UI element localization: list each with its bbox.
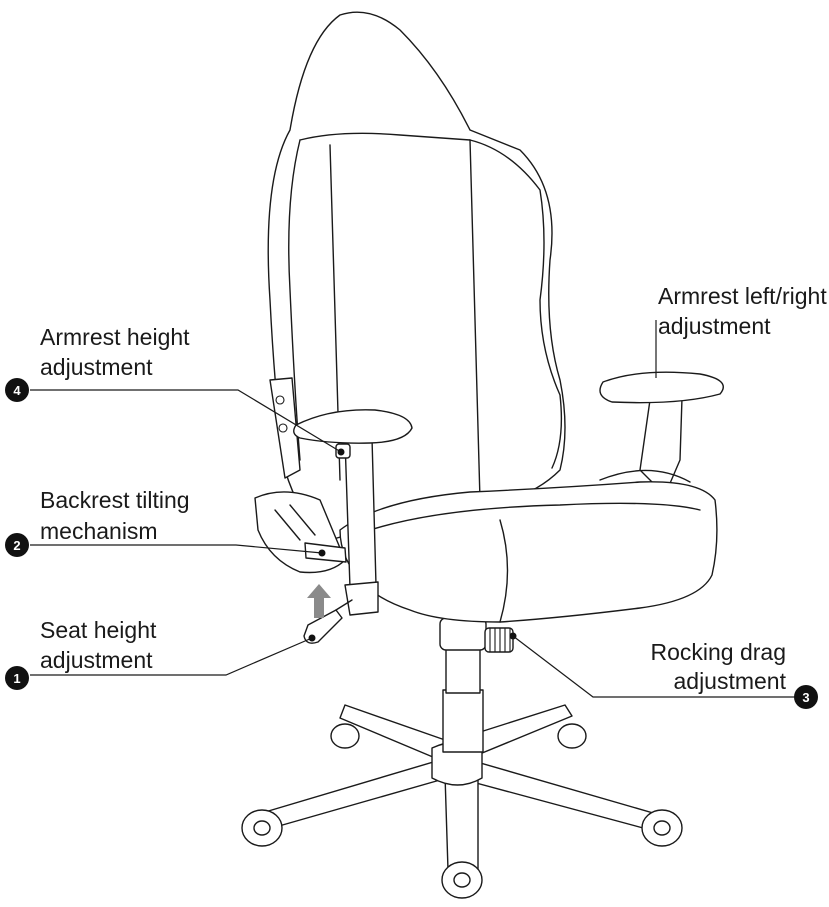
label-backrest-tilt-line1: Backrest tilting [40, 487, 190, 513]
svg-text:4: 4 [13, 383, 21, 398]
pin-2 [319, 550, 326, 557]
svg-text:2: 2 [13, 538, 20, 553]
label-armrest-leftright-line2: adjustment [658, 313, 771, 339]
label-rocking-drag-line1: Rocking drag [650, 639, 786, 665]
chair-illustration [242, 12, 723, 898]
right-armrest [600, 372, 723, 495]
label-backrest-tilt-line2: mechanism [40, 518, 158, 544]
pin-4 [338, 449, 345, 456]
label-armrest-leftright-line1: Armrest left/right [658, 283, 827, 309]
label-armrest-height-line1: Armrest height [40, 324, 190, 350]
svg-text:3: 3 [802, 690, 809, 705]
callout-badge-2: 2 [5, 533, 29, 557]
label-armrest-height-line2: adjustment [40, 354, 153, 380]
seat-height-arrow [307, 584, 331, 618]
callout-badge-3: 3 [794, 685, 818, 709]
backrest [268, 12, 565, 540]
label-seat-height-line2: adjustment [40, 647, 153, 673]
label-rocking-drag-line2: adjustment [673, 668, 786, 694]
label-seat-height-line1: Seat height [40, 617, 157, 643]
callout-badge-1: 1 [5, 666, 29, 690]
pin-3 [510, 633, 517, 640]
gas-cylinder [440, 618, 486, 752]
svg-text:1: 1 [13, 671, 20, 686]
rocking-drag-knob [485, 628, 513, 652]
pin-1 [309, 635, 316, 642]
callout-badge-4: 4 [5, 378, 29, 402]
